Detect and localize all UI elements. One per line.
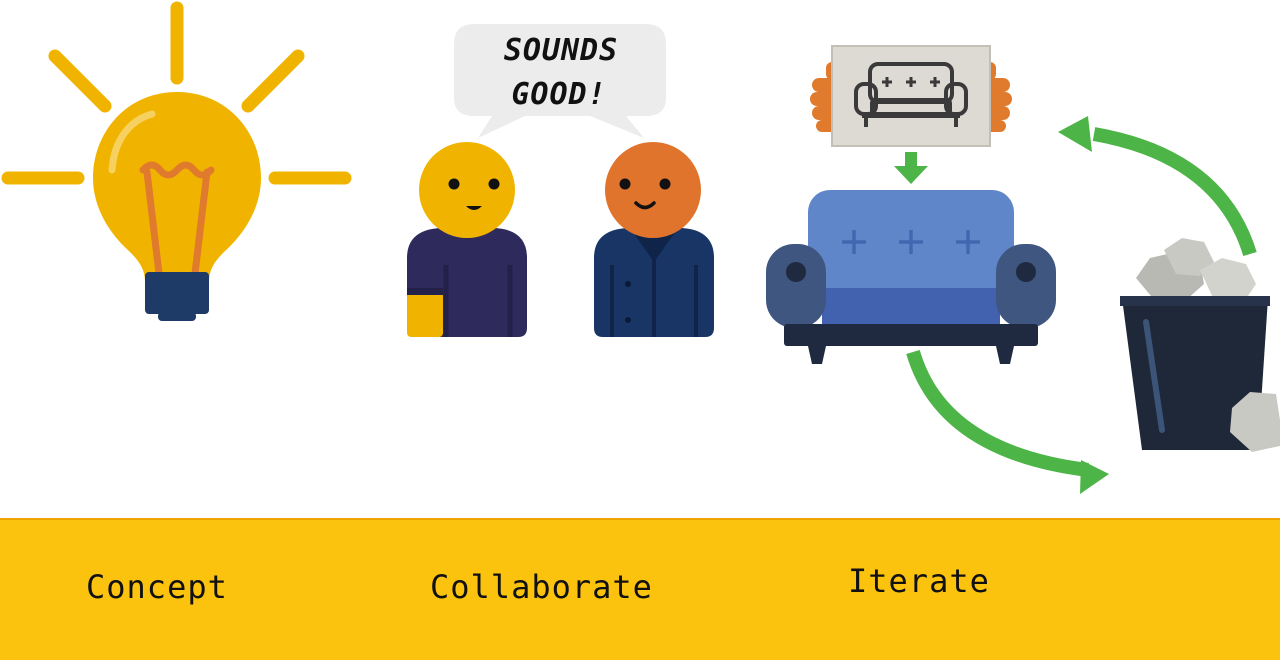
- light-rays: [1, 1, 352, 185]
- down-arrow-icon: [894, 152, 928, 184]
- person-right-head: [605, 142, 701, 238]
- sketch-plus-marks: [882, 77, 940, 87]
- step-label-concept: Concept: [86, 568, 228, 606]
- bulb-filament: [139, 161, 215, 286]
- sofa-sketch-icon: [810, 45, 1012, 184]
- step-labels-band: Concept Collaborate Iterate: [0, 518, 1280, 660]
- sofa-base: [784, 324, 1038, 346]
- lightbulb-icon: [1, 1, 352, 321]
- person-right: [594, 142, 714, 337]
- arrow-from-bin: [1092, 127, 1257, 257]
- sofa-icon: [766, 190, 1056, 364]
- illustration-canvas: SOUNDS GOOD!: [1, 1, 1280, 494]
- cycle-arrows: [906, 116, 1257, 494]
- sofa-right-arm: [996, 244, 1056, 328]
- speech-bubble-line1: SOUNDS: [504, 33, 618, 68]
- trash-bin-icon: [1120, 238, 1280, 452]
- arrow-to-bin: [906, 349, 1089, 477]
- speech-bubble: SOUNDS GOOD!: [454, 24, 666, 138]
- person-left-head: [419, 142, 515, 238]
- bulb-glass: [93, 92, 261, 282]
- step-label-collaborate: Collaborate: [430, 568, 653, 606]
- step-label-iterate: Iterate: [848, 562, 990, 600]
- arrow-from-bin-head-icon: [1058, 116, 1092, 152]
- sofa-left-arm: [766, 244, 826, 328]
- speech-bubble-line2: GOOD!: [511, 77, 606, 112]
- sofa-plus-marks: [842, 230, 980, 254]
- bulb-base: [145, 272, 209, 314]
- sketch-sofa: [854, 62, 968, 127]
- person-left: [407, 142, 527, 337]
- crumpled-paper-icons: [1136, 238, 1256, 302]
- arrow-to-bin-head-icon: [1080, 460, 1109, 494]
- crumpled-paper-outside-icon: [1230, 392, 1280, 452]
- illustration: SOUNDS GOOD!: [1, 1, 1280, 494]
